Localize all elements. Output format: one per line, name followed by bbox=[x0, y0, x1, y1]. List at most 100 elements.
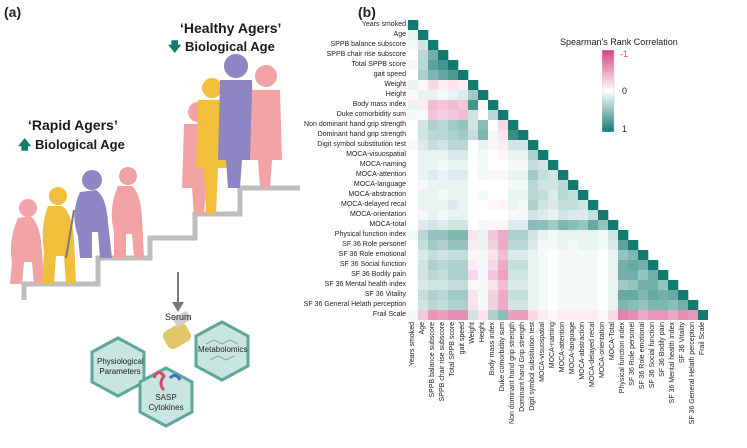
heatmap-cell bbox=[448, 290, 459, 301]
heatmap-cell bbox=[568, 270, 579, 281]
heatmap-cell bbox=[478, 190, 489, 201]
heatmap-cell bbox=[558, 270, 569, 281]
heatmap-cell bbox=[428, 160, 439, 171]
heatmap-cell bbox=[468, 120, 479, 131]
heatmap-cell bbox=[518, 280, 529, 291]
heatmap-row-label: Weight bbox=[384, 80, 406, 88]
heatmap-col-label: SPPB chair rise subscore bbox=[439, 322, 446, 402]
heatmap-cell bbox=[488, 110, 499, 121]
heatmap-cell bbox=[408, 250, 419, 261]
heatmap-cell bbox=[468, 210, 479, 221]
heatmap-col-label: MOCA-delayed recal bbox=[589, 322, 596, 387]
heatmap-cell bbox=[608, 250, 619, 261]
heatmap-cell bbox=[408, 190, 419, 201]
heatmap-cell bbox=[458, 140, 469, 151]
heatmap-cell bbox=[588, 280, 599, 291]
heatmap-cell bbox=[438, 60, 449, 71]
heatmap-cell bbox=[468, 270, 479, 281]
heatmap-col-label: SPPB balance subscore bbox=[429, 322, 436, 398]
heatmap-col-label: MOCA-orientation bbox=[599, 322, 606, 379]
heatmap-cell bbox=[418, 50, 429, 61]
heatmap-cell bbox=[428, 50, 439, 61]
heatmap-cell bbox=[498, 140, 509, 151]
heatmap-cell bbox=[678, 310, 689, 320]
heatmap-cell bbox=[478, 250, 489, 261]
heatmap-cell bbox=[588, 290, 599, 301]
heatmap-row-label: SF 36 Bodily pain bbox=[351, 270, 406, 278]
heatmap-cell bbox=[518, 270, 529, 281]
heatmap-cell bbox=[488, 220, 499, 231]
heatmap-row-label: gait speed bbox=[373, 70, 406, 78]
heatmap-cell bbox=[478, 240, 489, 251]
hexagon-metabolomics bbox=[194, 320, 250, 382]
heatmap-cell bbox=[638, 250, 649, 261]
heatmap-cell bbox=[428, 260, 439, 271]
hexagon-metabolomics-label: Metabolomics bbox=[198, 345, 247, 354]
heatmap-cell bbox=[558, 210, 569, 221]
heatmap-cell bbox=[498, 280, 509, 291]
heatmap-cell bbox=[428, 210, 439, 221]
heatmap-cell bbox=[528, 300, 539, 311]
heatmap-cell bbox=[508, 150, 519, 161]
heatmap-row-label: SPPB balance subscore bbox=[330, 40, 407, 48]
heatmap-cell bbox=[518, 190, 529, 201]
heatmap-cell bbox=[458, 190, 469, 201]
heatmap-cell bbox=[428, 290, 439, 301]
heatmap-cell bbox=[578, 310, 589, 320]
heatmap-cell bbox=[428, 190, 439, 201]
heatmap-row-label: MOCA-total bbox=[369, 220, 406, 228]
heatmap-cell bbox=[508, 230, 519, 241]
heatmap-cell bbox=[668, 300, 679, 311]
heatmap-cell bbox=[438, 300, 449, 311]
heatmap-cell bbox=[618, 280, 629, 291]
heatmap-cell bbox=[518, 140, 529, 151]
hexagon-physiological-label: Physiological Parameters bbox=[97, 357, 144, 377]
heatmap-cell bbox=[438, 220, 449, 231]
heatmap-cell bbox=[568, 200, 579, 211]
heatmap-cell bbox=[598, 250, 609, 261]
heatmap-cell bbox=[428, 300, 439, 311]
heatmap-cell bbox=[418, 280, 429, 291]
heatmap-cell bbox=[538, 260, 549, 271]
heatmap-cell bbox=[468, 260, 479, 271]
heatmap-cell bbox=[458, 100, 469, 111]
heatmap-cell bbox=[468, 290, 479, 301]
heatmap-cell bbox=[598, 210, 609, 221]
heatmap-cell bbox=[538, 230, 549, 241]
heatmap-cell bbox=[518, 210, 529, 221]
heatmap-cell bbox=[468, 280, 479, 291]
hexagon-sasp-label: SASP Cytokines bbox=[142, 393, 190, 413]
heatmap-cell bbox=[518, 220, 529, 231]
heatmap-cell bbox=[488, 270, 499, 281]
heatmap-cell bbox=[488, 310, 499, 320]
heatmap-cell bbox=[448, 80, 459, 91]
heatmap-cell bbox=[648, 310, 659, 320]
heatmap-cell bbox=[518, 310, 529, 320]
heatmap-cell bbox=[618, 270, 629, 281]
heatmap-cell bbox=[488, 180, 499, 191]
heatmap-cell bbox=[598, 290, 609, 301]
heatmap-row-label: Frail Scale bbox=[372, 310, 406, 318]
heatmap-row-label: MOCA-attention bbox=[355, 170, 406, 178]
heatmap-cell bbox=[408, 180, 419, 191]
heatmap-row-label: Years smoked bbox=[361, 20, 406, 28]
heatmap-cell bbox=[558, 280, 569, 291]
heatmap-cell bbox=[638, 300, 649, 311]
heatmap-cell bbox=[408, 60, 419, 71]
heatmap-cell bbox=[428, 150, 439, 161]
heatmap-cell bbox=[448, 230, 459, 241]
heatmap-cell bbox=[438, 110, 449, 121]
heatmap-cell bbox=[408, 240, 419, 251]
heatmap-cell bbox=[508, 280, 519, 291]
heatmap-row-label: MOCA-language bbox=[353, 180, 406, 188]
heatmap-cell bbox=[438, 260, 449, 271]
heatmap-cell bbox=[608, 310, 619, 320]
heatmap-cell bbox=[468, 310, 479, 320]
heatmap-cell bbox=[548, 230, 559, 241]
heatmap-cell bbox=[628, 240, 639, 251]
heatmap-row-label: Digit symbol substitution test bbox=[317, 140, 406, 148]
heatmap-cell bbox=[528, 270, 539, 281]
heatmap-cell bbox=[588, 270, 599, 281]
heatmap-cell bbox=[408, 310, 419, 320]
heatmap-cell bbox=[628, 270, 639, 281]
